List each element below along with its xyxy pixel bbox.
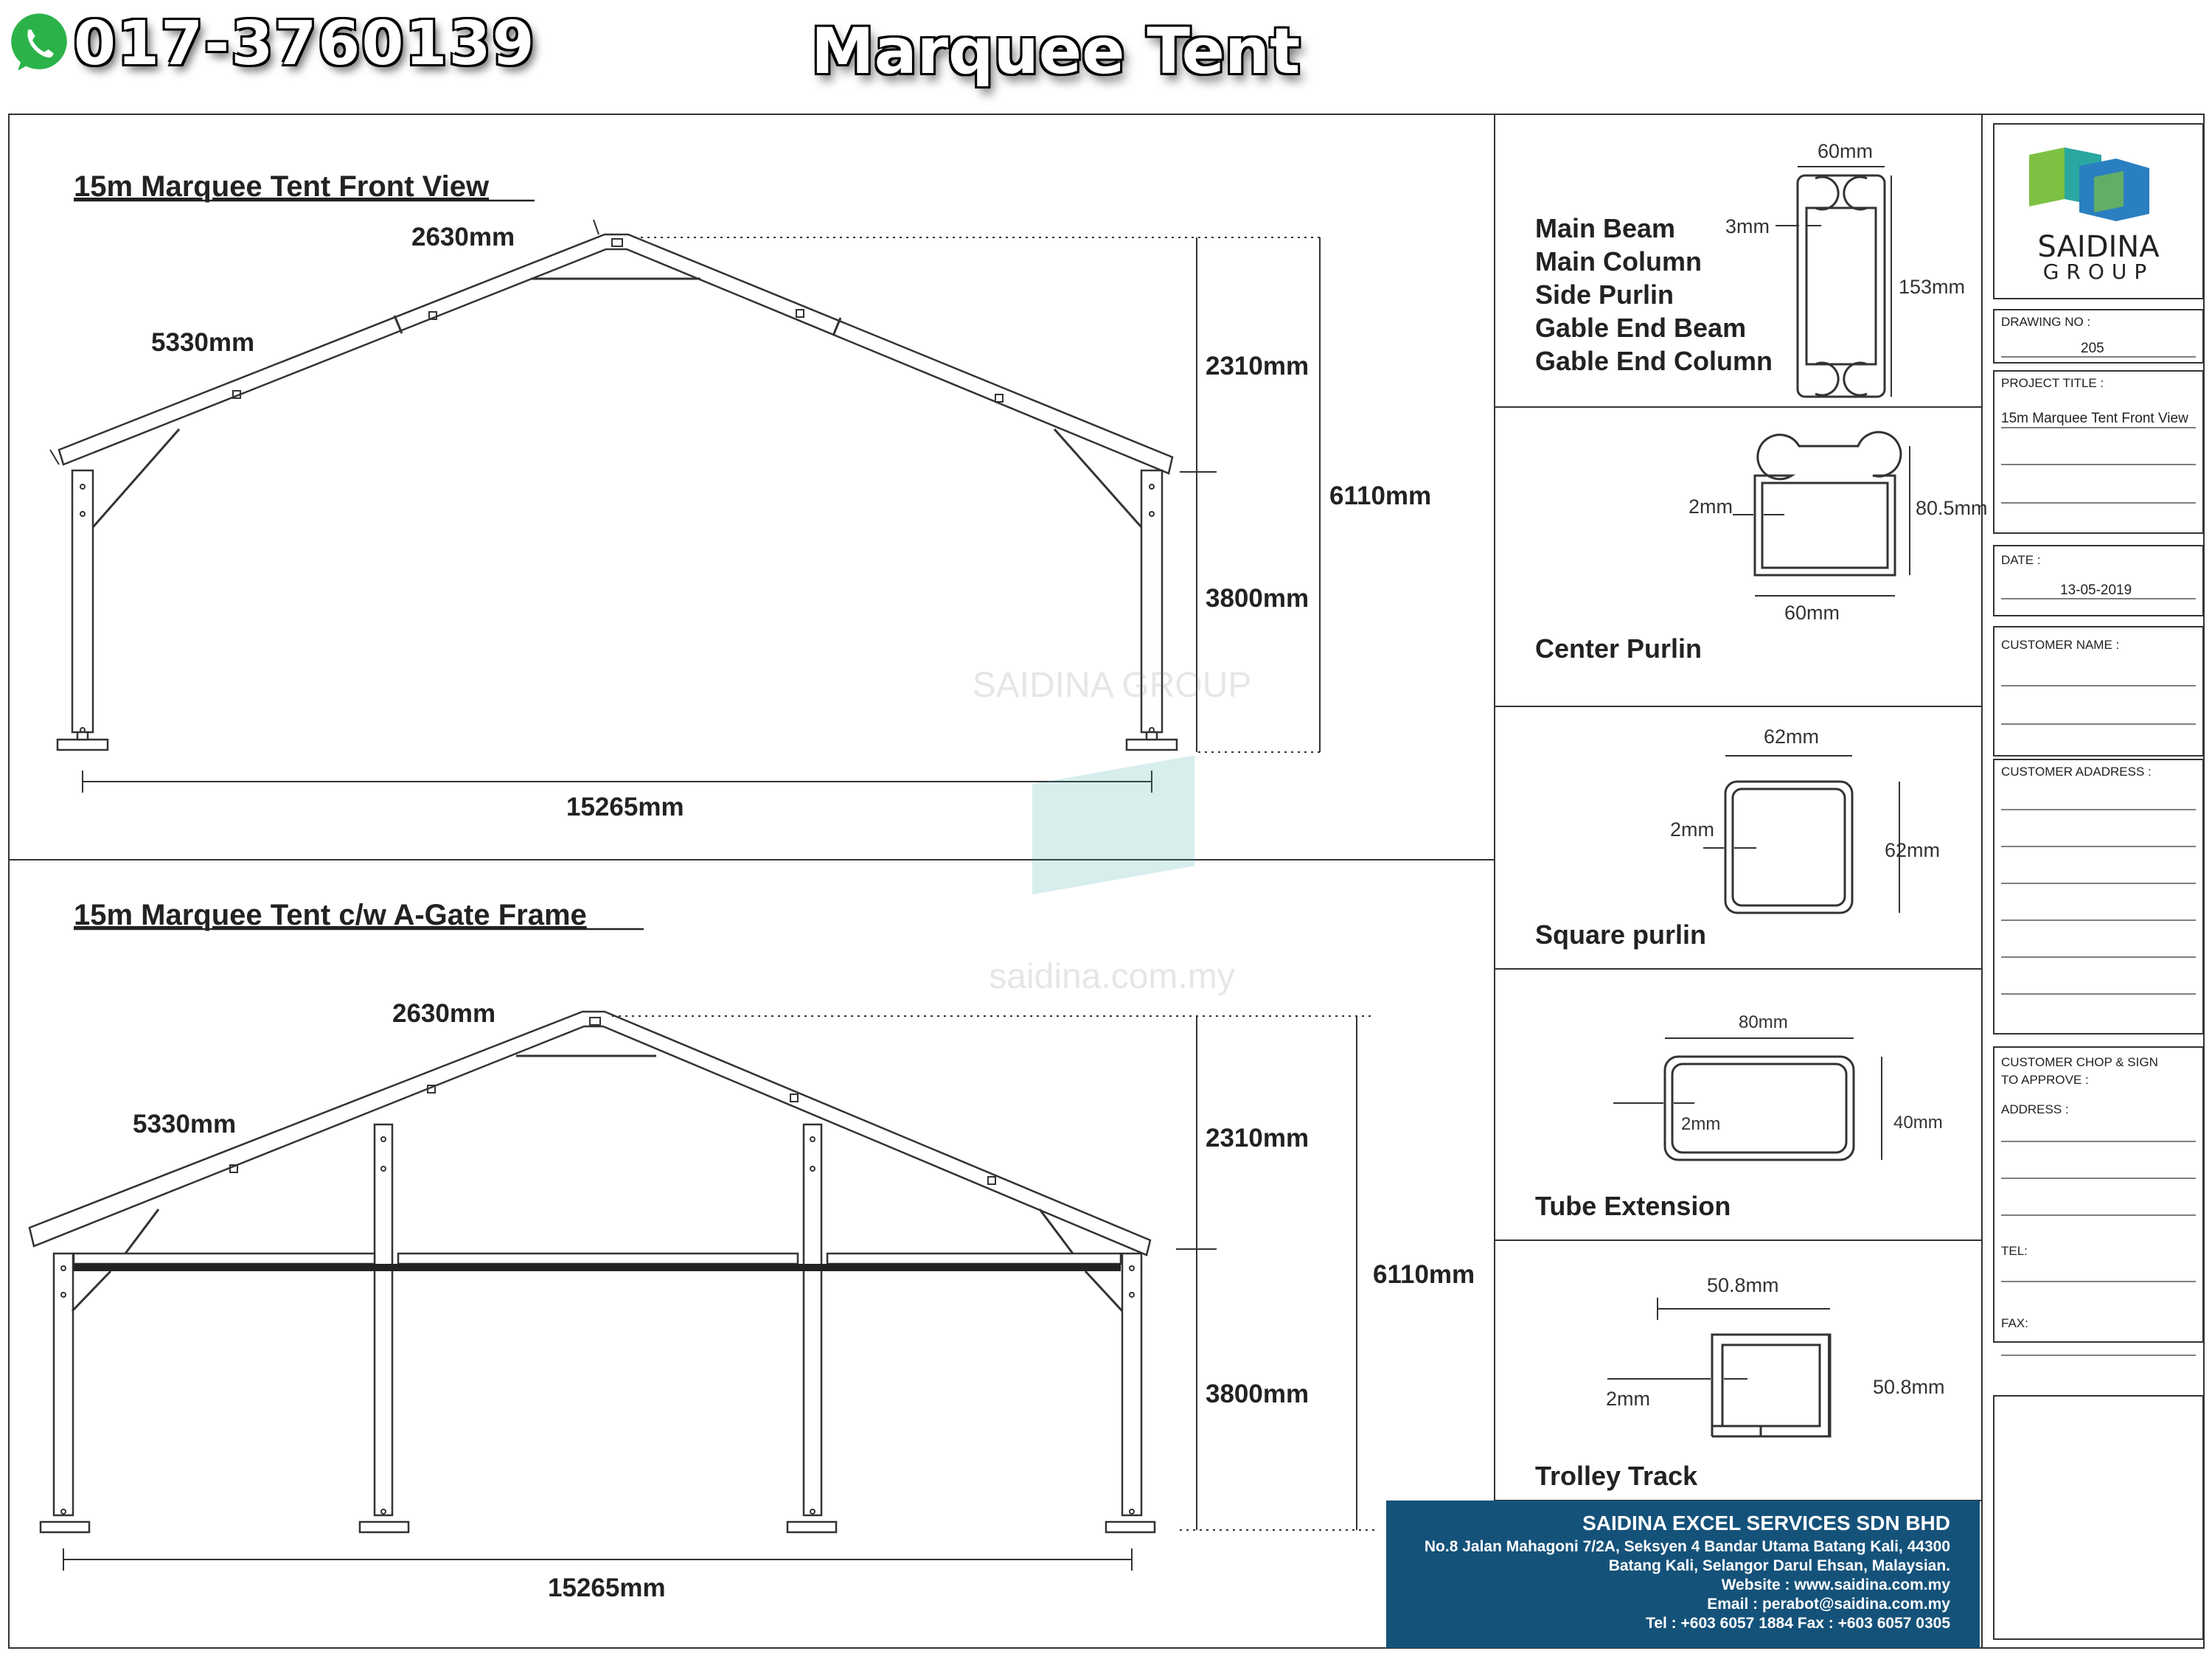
center-purlin-thickness: 2mm [1688,496,1733,518]
profile-center-purlin: 2mm 80.5mm 60mm Center Purlin [1535,431,1988,664]
square-purlin-width: 62mm [1764,726,1819,748]
profile-name-side-purlin: Side Purlin [1535,279,1674,310]
front-column-height-dim: 3800mm [1206,584,1309,613]
page-title: Marquee Tent [811,15,1301,88]
tel-label: TEL: [2001,1244,2028,1258]
profile-main-beam: Main Beam Main Column Side Purlin Gable … [1535,140,1965,398]
front-span-dim: 15265mm [566,793,684,821]
whatsapp-icon [11,13,67,71]
company-info-box: SAIDINA EXCEL SERVICES SDN BHD No.8 Jala… [1386,1501,1980,1648]
drawing-no-label: DRAWING NO : [2001,315,2090,329]
center-purlin-width: 60mm [1784,602,1840,624]
header-phone-number: 017-3760139 [74,9,536,79]
profile-name-gable-end-column: Gable End Column [1535,346,1773,376]
main-beam-thickness: 3mm [1725,215,1770,237]
profile-name-gable-end-beam: Gable End Beam [1535,313,1746,343]
profile-name-main-beam: Main Beam [1535,213,1675,243]
main-beam-width: 60mm [1818,140,1873,162]
tube-extension-name: Tube Extension [1535,1191,1731,1221]
front-rafter-side-dim: 5330mm [151,328,254,357]
company-address-1: No.8 Jalan Mahagoni 7/2A, Seksyen 4 Band… [1424,1538,1950,1555]
agate-view-title: 15m Marquee Tent c/w A-Gate Frame [74,899,587,931]
profile-trolley-track: 50.8mm 2mm 50.8mm Trolley Track [1535,1274,1945,1491]
customer-address-label: CUSTOMER ADADRESS : [2001,765,2152,779]
fax-label: FAX: [2001,1316,2028,1330]
tube-extension-thickness: 2mm [1681,1114,1720,1134]
profile-tube-extension: 80mm 2mm 40mm Tube Extension [1535,1012,1943,1221]
tube-extension-width: 80mm [1739,1012,1788,1032]
logo-sub: GROUP [2043,260,2154,284]
chop-label-2: TO APPROVE : [2001,1073,2089,1087]
front-total-height-dim: 6110mm [1329,481,1431,510]
watermark-text-top: SAIDINA GROUP [973,666,1252,705]
project-title-value: 15m Marquee Tent Front View [2001,411,2188,426]
company-address-2: Batang Kali, Selangor Darul Ehsan, Malay… [1608,1557,1950,1574]
agate-view-drawing: 15m Marquee Tent c/w A-Gate Frame [28,899,1475,1602]
date-label: DATE : [2001,553,2041,567]
company-email[interactable]: Email : perabot@saidina.com.my [1707,1596,1950,1613]
profile-square-purlin: 62mm 2mm 62mm Square purlin [1535,726,1940,950]
customer-name-label: CUSTOMER NAME : [2001,638,2119,652]
square-purlin-name: Square purlin [1535,919,1706,950]
profile-name-main-column: Main Column [1535,246,1702,277]
center-purlin-name: Center Purlin [1535,633,1702,664]
front-view-title: 15m Marquee Tent Front View [74,170,490,203]
company-website[interactable]: Website : www.saidina.com.my [1721,1576,1950,1593]
agate-rafter-top-dim: 2630mm [392,999,495,1028]
company-name: SAIDINA EXCEL SERVICES SDN BHD [1582,1512,1950,1534]
trolley-track-thickness: 2mm [1606,1388,1650,1410]
trolley-track-width: 50.8mm [1707,1274,1779,1296]
watermark-text-bottom: saidina.com.my [989,957,1234,996]
front-view-drawing: 15m Marquee Tent Front View [49,170,1431,821]
company-phone: Tel : +603 6057 1884 Fax : +603 6057 030… [1646,1615,1950,1632]
main-beam-height: 153mm [1899,276,1965,298]
tube-extension-height: 40mm [1893,1113,1943,1133]
agate-crossbeam [74,1264,1121,1271]
front-rafter-top-dim: 2630mm [411,223,515,251]
trolley-track-height: 50.8mm [1873,1376,1945,1398]
logo-name: SAIDINA [2037,230,2160,264]
agate-column-height-dim: 3800mm [1206,1380,1309,1408]
square-purlin-thickness: 2mm [1670,818,1714,841]
center-purlin-height: 80.5mm [1916,497,1988,519]
agate-total-height-dim: 6110mm [1373,1260,1475,1289]
agate-span-dim: 15265mm [548,1574,666,1602]
agate-rafter-side-dim: 5330mm [133,1110,236,1138]
logo-cell [1993,123,2204,299]
project-title-label: PROJECT TITLE : [2001,376,2104,390]
chop-label-1: CUSTOMER CHOP & SIGN [2001,1055,2158,1069]
watermark: SAIDINA GROUP saidina.com.my [973,666,1252,996]
address-label: ADDRESS : [2001,1102,2069,1116]
square-purlin-height: 62mm [1885,839,1940,861]
saidina-logo-icon [2029,147,2149,221]
drawing-no-value: 205 [2081,341,2104,356]
front-roof-height-dim: 2310mm [1206,352,1309,380]
trolley-track-name: Trolley Track [1535,1461,1698,1491]
date-value: 13-05-2019 [2060,583,2132,598]
agate-roof-height-dim: 2310mm [1206,1124,1309,1152]
